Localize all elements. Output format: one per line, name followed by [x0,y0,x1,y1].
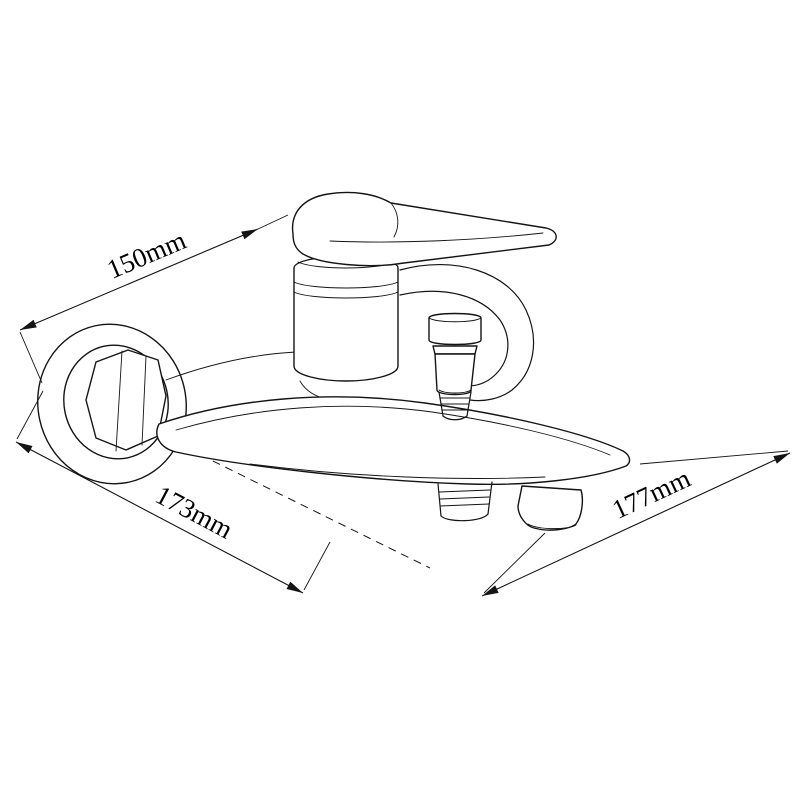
extension-line [483,532,546,594]
aerator-thread [439,503,490,507]
spout-top-crease [175,405,611,456]
body-collar-ring [293,291,399,299]
faucet-handle [291,191,557,267]
faucet-body [293,255,399,382]
mounting-nut-facet [141,355,147,446]
extension-line [257,214,289,230]
handle-edge-line [390,202,399,238]
mounting-nut-facet [115,350,123,452]
dimension-label-177mm: 177mm [607,463,694,525]
wall-connector-line [165,351,297,381]
diverter-knob [428,312,482,346]
spout [156,396,631,486]
diverter-knob-top [428,317,482,323]
aerator-bottom [440,513,489,522]
body-collar-ring [293,281,399,289]
aerator-edge [437,483,442,517]
bracket-curve-outer [399,263,535,402]
dimension-label-150mm: 150mm [103,225,191,285]
shower-hose-connector [428,312,482,421]
aerator-thread [438,489,491,493]
dimension-label-173mm: 173mm [151,480,238,545]
faucet-drawing [37,191,631,531]
dimension-line-177mm [481,452,791,597]
diverter-neck [432,345,478,355]
spout-end-outlet [517,485,584,531]
extension-line [639,450,789,465]
diverter-bottom [442,415,468,421]
mounting-nut [85,349,167,451]
aerator-thread [439,496,490,500]
aerator-outlet [437,481,493,522]
handle-blade-line [329,232,544,243]
extension-line [16,390,44,440]
bracket-curve-inner [399,290,509,387]
dimension-line-173mm [15,441,304,594]
aerator-edge [487,481,493,515]
diverter-ring [438,389,472,394]
extension-line [19,331,43,384]
extension-line [303,541,331,591]
dimension-line-150mm [19,228,259,331]
diverter-body [434,353,476,396]
